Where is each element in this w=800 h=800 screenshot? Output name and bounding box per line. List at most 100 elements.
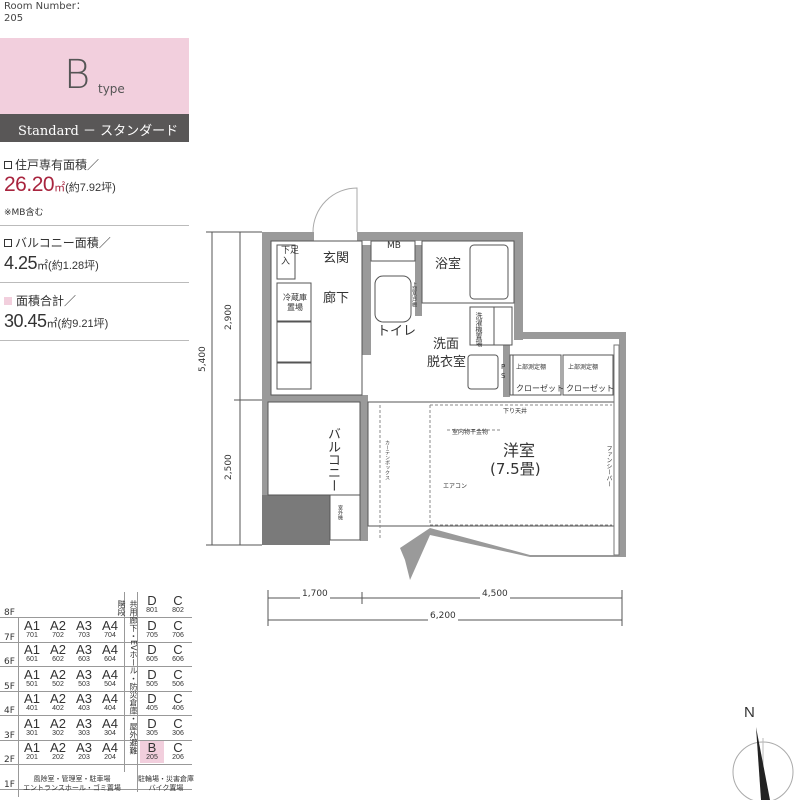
label-aircon: エアコン <box>443 483 468 490</box>
floor-divider <box>0 788 192 790</box>
floor-label: 3F <box>4 730 15 741</box>
room-datsuishitsu: 脱衣室 <box>427 355 467 370</box>
unit-type: A1 <box>24 666 40 682</box>
grid-divider <box>18 617 19 797</box>
unit-number: 306 <box>172 729 184 737</box>
room-toilet: トイレ <box>377 324 417 339</box>
unit-type: A1 <box>24 642 40 657</box>
type-letter: B <box>64 52 91 98</box>
room-number-header: Room Number： 205 <box>4 1 86 25</box>
unit-type: D <box>147 642 157 657</box>
unit-type: A4 <box>102 691 118 706</box>
unit-type: A3 <box>76 740 92 755</box>
dim-left-width: 1,700 <box>300 589 330 599</box>
floor-label: 4F <box>4 706 15 716</box>
unit-number: 605 <box>146 656 158 663</box>
floor-divider <box>0 666 192 667</box>
grid-divider <box>124 592 125 772</box>
unit-type: A3 <box>76 666 92 682</box>
unit-number: 702 <box>52 631 64 639</box>
unit-type: A1 <box>24 691 40 706</box>
room-youshitsu: 洋室 <box>503 441 536 460</box>
unit-area-note: ※MB含む <box>4 208 44 218</box>
unit-number: 203 <box>78 754 90 761</box>
label-sentakuki: 洗濯機置場 <box>475 312 483 347</box>
total-area-value: 30.45㎡(約9.21坪) <box>4 311 109 331</box>
entrance-door-swing <box>312 187 358 233</box>
dim-upper-height: 2,900 <box>224 304 234 330</box>
unit-number: 401 <box>26 705 38 712</box>
unit-number: 201 <box>26 754 38 761</box>
divider <box>0 282 189 283</box>
walls <box>262 232 626 557</box>
floor-label: 8F <box>4 608 15 618</box>
unit-type: A4 <box>102 715 118 731</box>
type-badge <box>0 38 189 114</box>
label-joubu-sokutei-1: 上部測定棚 <box>516 364 547 371</box>
unit-type: A3 <box>76 617 92 633</box>
unit-number: 302 <box>52 729 64 737</box>
room-senmen: 洗面 <box>433 337 460 352</box>
unit-type: C <box>173 715 183 731</box>
right-window <box>613 344 620 556</box>
unit-number: 603 <box>78 656 90 663</box>
unit-type: A2 <box>50 666 66 682</box>
room-youshitsu-size: (7.5畳) <box>490 460 541 478</box>
room-rouka: 廊下 <box>323 291 350 306</box>
ground-left-label: 風除室・管理室・駐車場エントランスホール・ゴミ置場 <box>23 775 121 792</box>
label-closet-2: クローゼット <box>566 384 614 393</box>
unit-type: A4 <box>102 642 118 657</box>
pink-square-icon <box>4 297 12 305</box>
floor-label: 2F <box>4 755 15 765</box>
floor-divider <box>0 641 192 643</box>
unit-type: A2 <box>50 740 66 755</box>
unit-number: 604 <box>104 656 116 663</box>
unit-number: 502 <box>52 680 64 688</box>
label-fan: ファンシーバー <box>605 445 612 487</box>
unit-number: 802 <box>172 607 184 614</box>
label-reizouko: 冷蔵庫置場 <box>283 293 307 312</box>
dim-right-width: 4,500 <box>480 589 510 599</box>
unit-type: C <box>173 593 183 608</box>
unit-number: 505 <box>146 680 158 688</box>
dim-lower-height: 2,500 <box>224 454 234 480</box>
room-number-label: Room Number： <box>4 1 86 12</box>
unit-type: B <box>147 740 157 755</box>
unit-type: A2 <box>50 617 66 633</box>
unit-number: 304 <box>104 729 116 737</box>
compass-arrow-icon <box>756 727 770 800</box>
unit-type: A1 <box>24 617 40 633</box>
unit-number: 204 <box>104 754 116 761</box>
room-balcony: バルコニー <box>325 427 340 492</box>
unit-number: 305 <box>146 729 158 737</box>
floor-label: 6F <box>4 657 15 667</box>
unit-type: A4 <box>102 617 118 633</box>
balcony-area-value: 4.25㎡(約1.28坪) <box>4 253 99 273</box>
building-vertical-label: 共用廊下・EVホール・防災倉庫・屋外避難階段 <box>117 600 138 755</box>
dim-total-height: 5,400 <box>198 346 208 372</box>
ground-right-label: 駐輪場・災害倉庫バイク置場 <box>138 775 194 792</box>
